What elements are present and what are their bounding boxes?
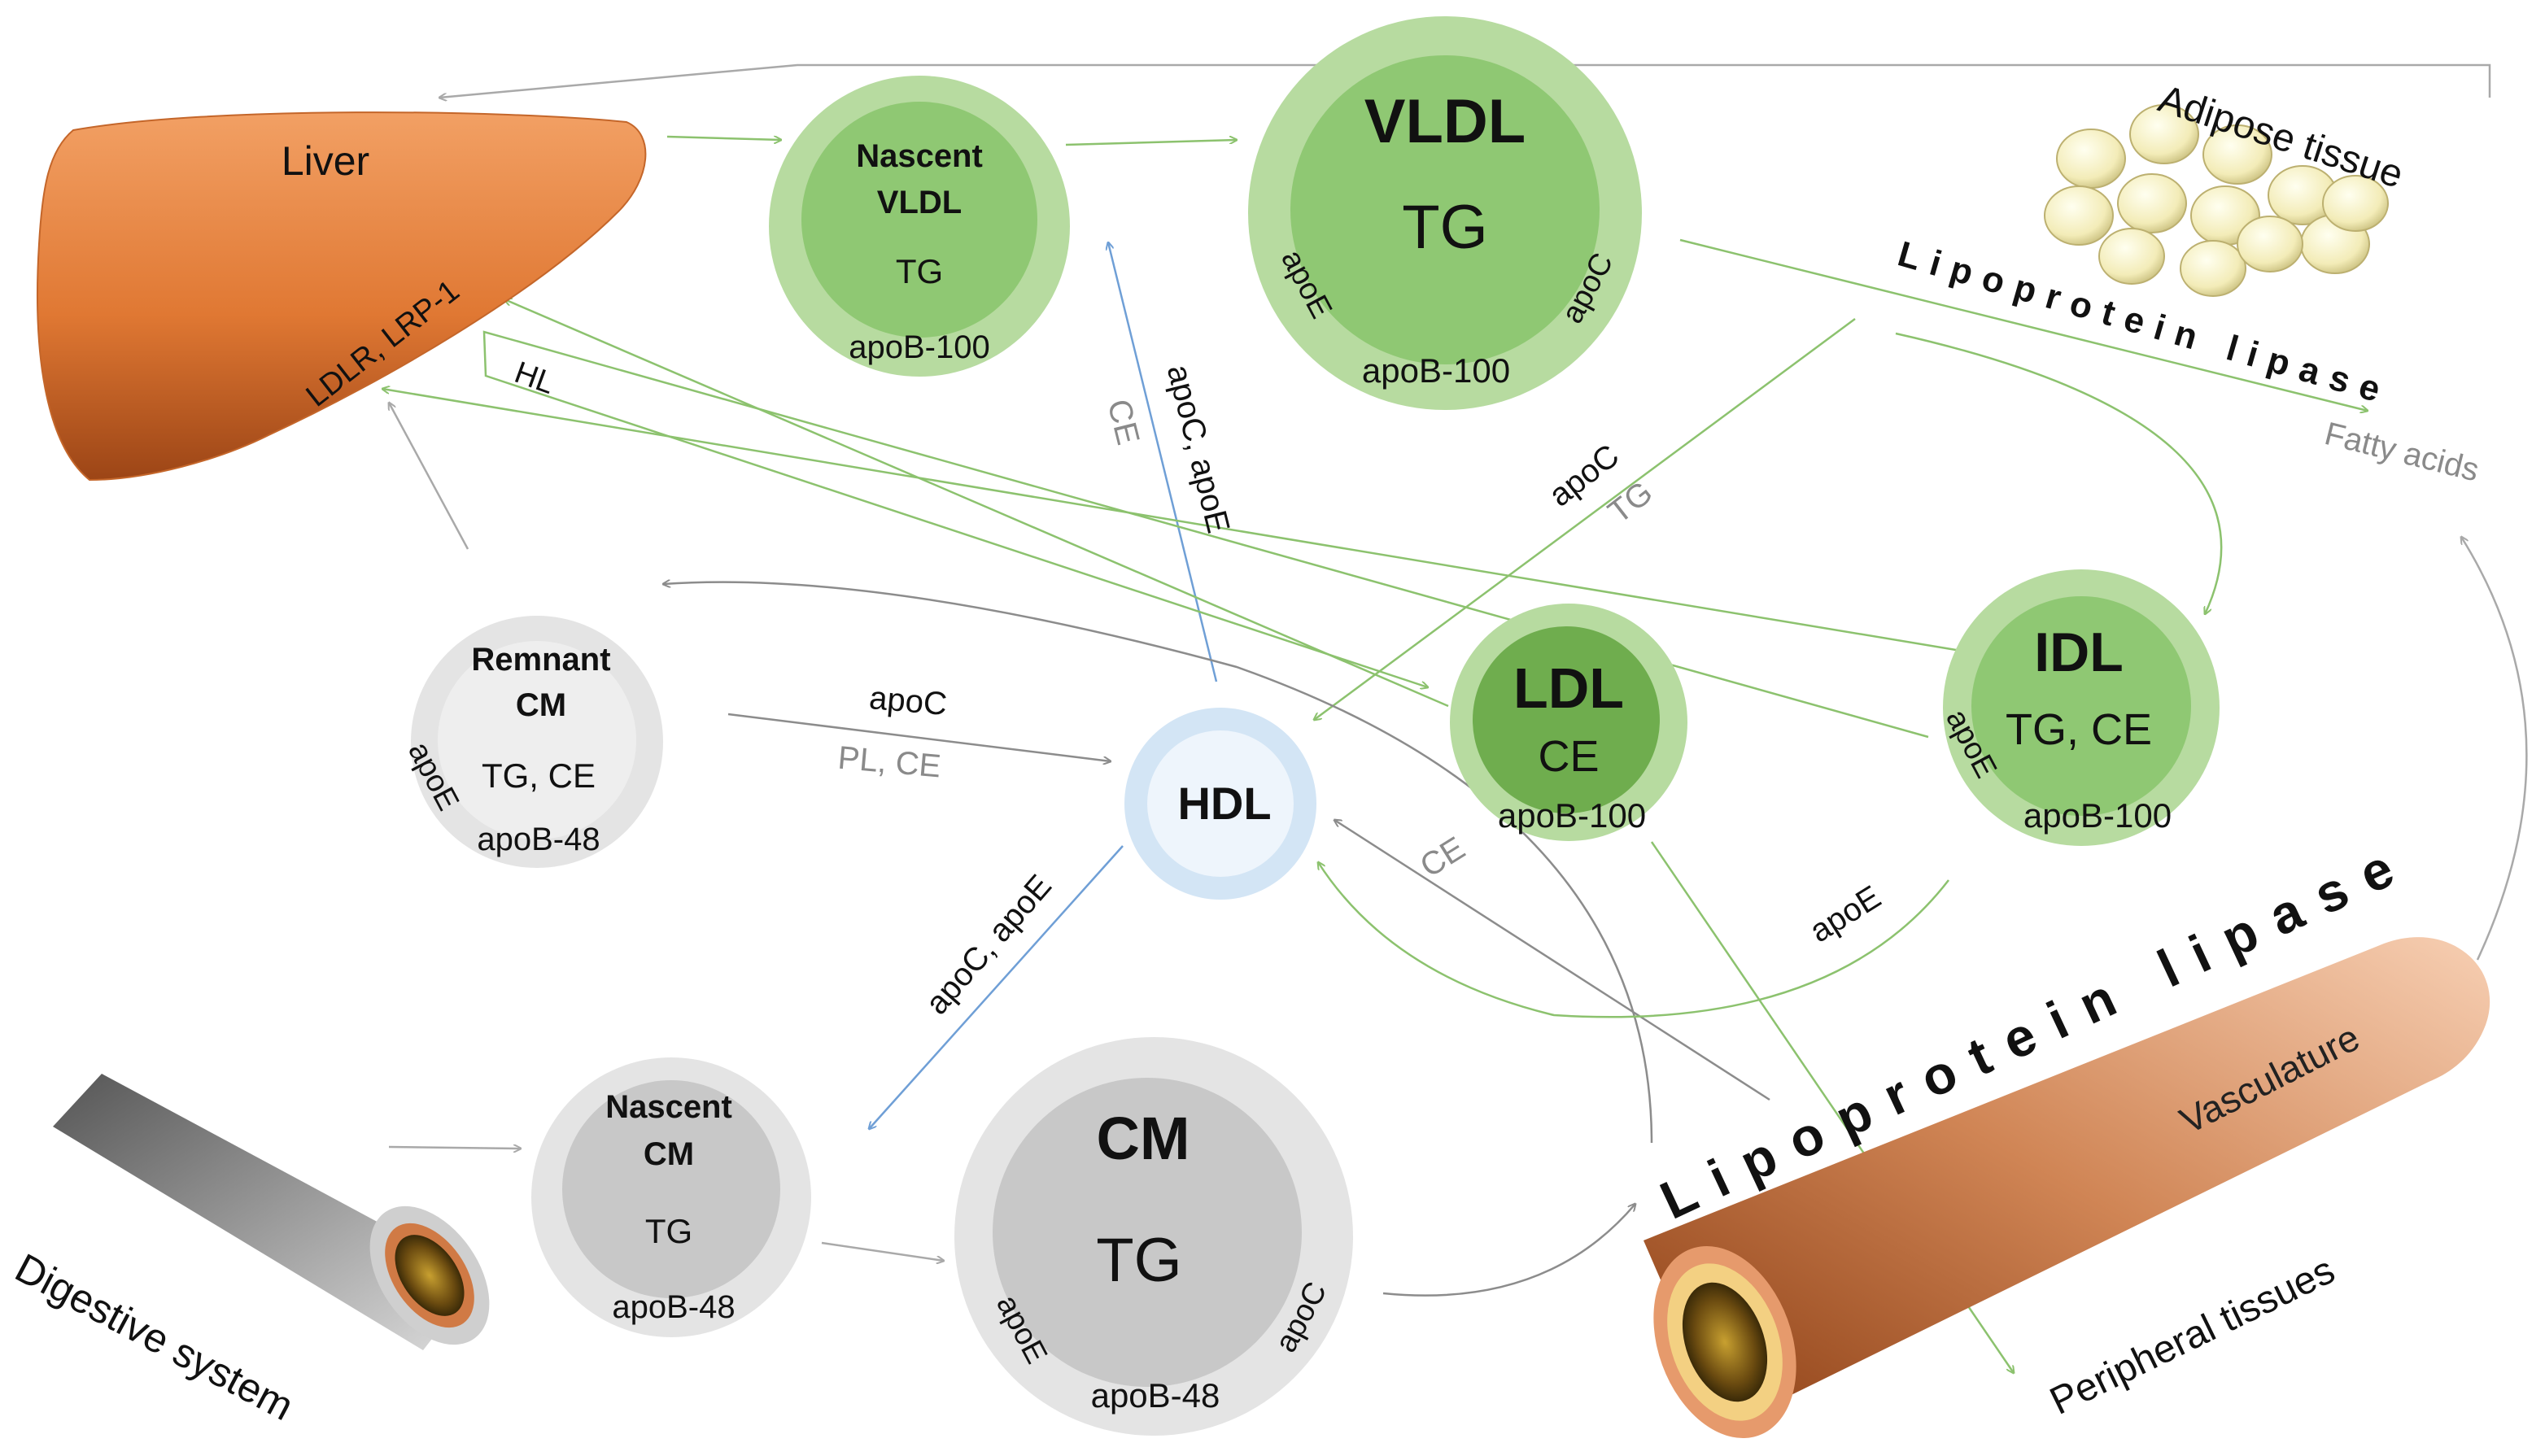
liver-label: Liver bbox=[282, 138, 369, 184]
hdl-particle: HDL bbox=[1124, 708, 1316, 900]
arrow-vldl-to-idl bbox=[1895, 332, 2223, 614]
nascent-cm-core: TG bbox=[645, 1212, 692, 1250]
idl-hdl-apoe-label: apoE bbox=[1804, 879, 1888, 950]
arrow-vldl-to-hdl bbox=[1314, 317, 1856, 720]
remnant-cm-core: TG, CE bbox=[482, 756, 596, 795]
idl-core: TG, CE bbox=[2006, 705, 2152, 754]
nascent-vldl-apo: apoB-100 bbox=[849, 329, 989, 365]
remnant-hdl-gray: PL, CE bbox=[836, 740, 942, 785]
idl-particle: IDL TG, CE apoE apoB-100 bbox=[1939, 569, 2220, 846]
arrow-liver-to-nascent-vldl bbox=[666, 137, 781, 140]
vldl-hdl-gray: TG bbox=[1602, 474, 1660, 530]
ldl-apo-bottom: apoB-100 bbox=[1498, 796, 1646, 835]
vldl-name: VLDL bbox=[1364, 87, 1526, 156]
arrow-return-to-liver bbox=[439, 63, 2491, 98]
remnant-hdl-black: apoC bbox=[868, 680, 949, 722]
arrow-remnant-to-liver bbox=[389, 403, 469, 550]
peripheral-label: Peripheral tissues bbox=[2044, 1249, 2342, 1423]
vldl-particle: VLDL TG apoE apoC apoB-100 bbox=[1248, 16, 1642, 410]
adipose-tissue: Adipose tissue Lipoprotein lipase Fatty … bbox=[1893, 77, 2482, 488]
cm-name: CM bbox=[1096, 1105, 1190, 1172]
remnant-cm-apo-bottom: apoB-48 bbox=[477, 822, 600, 857]
digestive-tube bbox=[53, 1074, 480, 1350]
cm-apo-bottom: apoB-48 bbox=[1091, 1376, 1220, 1415]
nascent-vldl-core: TG bbox=[896, 252, 943, 290]
nascent-vldl-particle: Nascent VLDL TG apoB-100 bbox=[769, 76, 1070, 377]
vessel-body bbox=[1644, 937, 2490, 1428]
nascent-cm-name-2: CM bbox=[644, 1136, 694, 1172]
vldl-core: TG bbox=[1402, 193, 1488, 262]
vldl-apo-bottom: apoB-100 bbox=[1362, 351, 1510, 390]
nascent-cm-name-1: Nascent bbox=[605, 1089, 732, 1125]
liver-shape bbox=[36, 111, 647, 482]
arrow-vldl-to-fatty-acids bbox=[1679, 238, 2368, 411]
nascent-cm-particle: Nascent CM TG apoB-48 bbox=[531, 1057, 811, 1337]
hdl-to-nascent-vldl-black: apoC, apoE bbox=[1160, 361, 1237, 537]
fatty-acids-label: Fatty acids bbox=[2321, 416, 2482, 488]
remnant-cm-name-2: CM bbox=[516, 687, 566, 723]
arrow-nascent-cm-to-cm bbox=[821, 1241, 944, 1261]
digestive-lumen bbox=[395, 1235, 465, 1316]
idl-apo-bottom: apoB-100 bbox=[2023, 796, 2172, 835]
nascent-vldl-name-1: Nascent bbox=[856, 138, 983, 174]
transfer-labels: apoC, apoE CE apoC TG apoC PL, CE apoC, … bbox=[836, 361, 1887, 1022]
vasculature: Vasculature Lipoprotein lipase Periphera… bbox=[1644, 832, 2490, 1439]
arrow-hdl-to-nascent-vldl bbox=[1108, 242, 1218, 682]
idl-name: IDL bbox=[2034, 621, 2124, 683]
arrow-hl-loop bbox=[482, 330, 1929, 739]
arrow-vasculature-to-remnant bbox=[663, 582, 1653, 1144]
arrow-remnant-to-hdl bbox=[727, 713, 1111, 761]
digestive-system: Digestive system bbox=[8, 1074, 490, 1429]
arrow-nascent-vldl-to-vldl bbox=[1065, 140, 1237, 146]
arrow-idl-to-hdl bbox=[1318, 862, 1949, 1018]
nascent-cm-apo-bottom: apoB-48 bbox=[612, 1289, 735, 1325]
nascent-vldl-name-2: VLDL bbox=[877, 185, 962, 220]
arrow-digestive-to-nascent-cm bbox=[388, 1147, 521, 1149]
hdl-to-nascent-vldl-gray: CE bbox=[1101, 396, 1146, 449]
arrow-idl-to-liver bbox=[382, 389, 1962, 652]
ldl-particle: LDL CE apoB-100 bbox=[1450, 604, 1687, 841]
arrow-ldl-to-liver bbox=[504, 299, 1449, 708]
digestive-label: Digestive system bbox=[8, 1245, 301, 1429]
cm-particle: CM TG apoE apoC apoB-48 bbox=[954, 1037, 1353, 1436]
arrow-vasculature-to-fatty-acids bbox=[2461, 537, 2528, 961]
ldl-core: CE bbox=[1538, 732, 1599, 781]
hdl-name: HDL bbox=[1177, 778, 1271, 829]
remnant-cm-particle: Remnant CM TG, CE apoE apoB-48 bbox=[401, 616, 663, 868]
hl-label: HL bbox=[510, 355, 559, 401]
fat-cells-icon bbox=[2044, 104, 2389, 297]
ldl-name: LDL bbox=[1513, 656, 1624, 720]
arrow-cm-to-vasculature bbox=[1382, 1204, 1635, 1297]
liver: Liver LDLR, LRP-1 HL bbox=[36, 111, 647, 482]
arrow-vasculature-to-hdl bbox=[1334, 820, 1770, 1101]
arrows bbox=[382, 63, 2528, 1373]
remnant-cm-name-1: Remnant bbox=[471, 642, 610, 678]
hdl-to-nascent-cm-label: apoC, apoE bbox=[919, 868, 1059, 1021]
vessel-lumen bbox=[1682, 1282, 1768, 1402]
arrow-hdl-to-nascent-cm bbox=[869, 845, 1124, 1129]
cm-core: TG bbox=[1096, 1226, 1182, 1295]
